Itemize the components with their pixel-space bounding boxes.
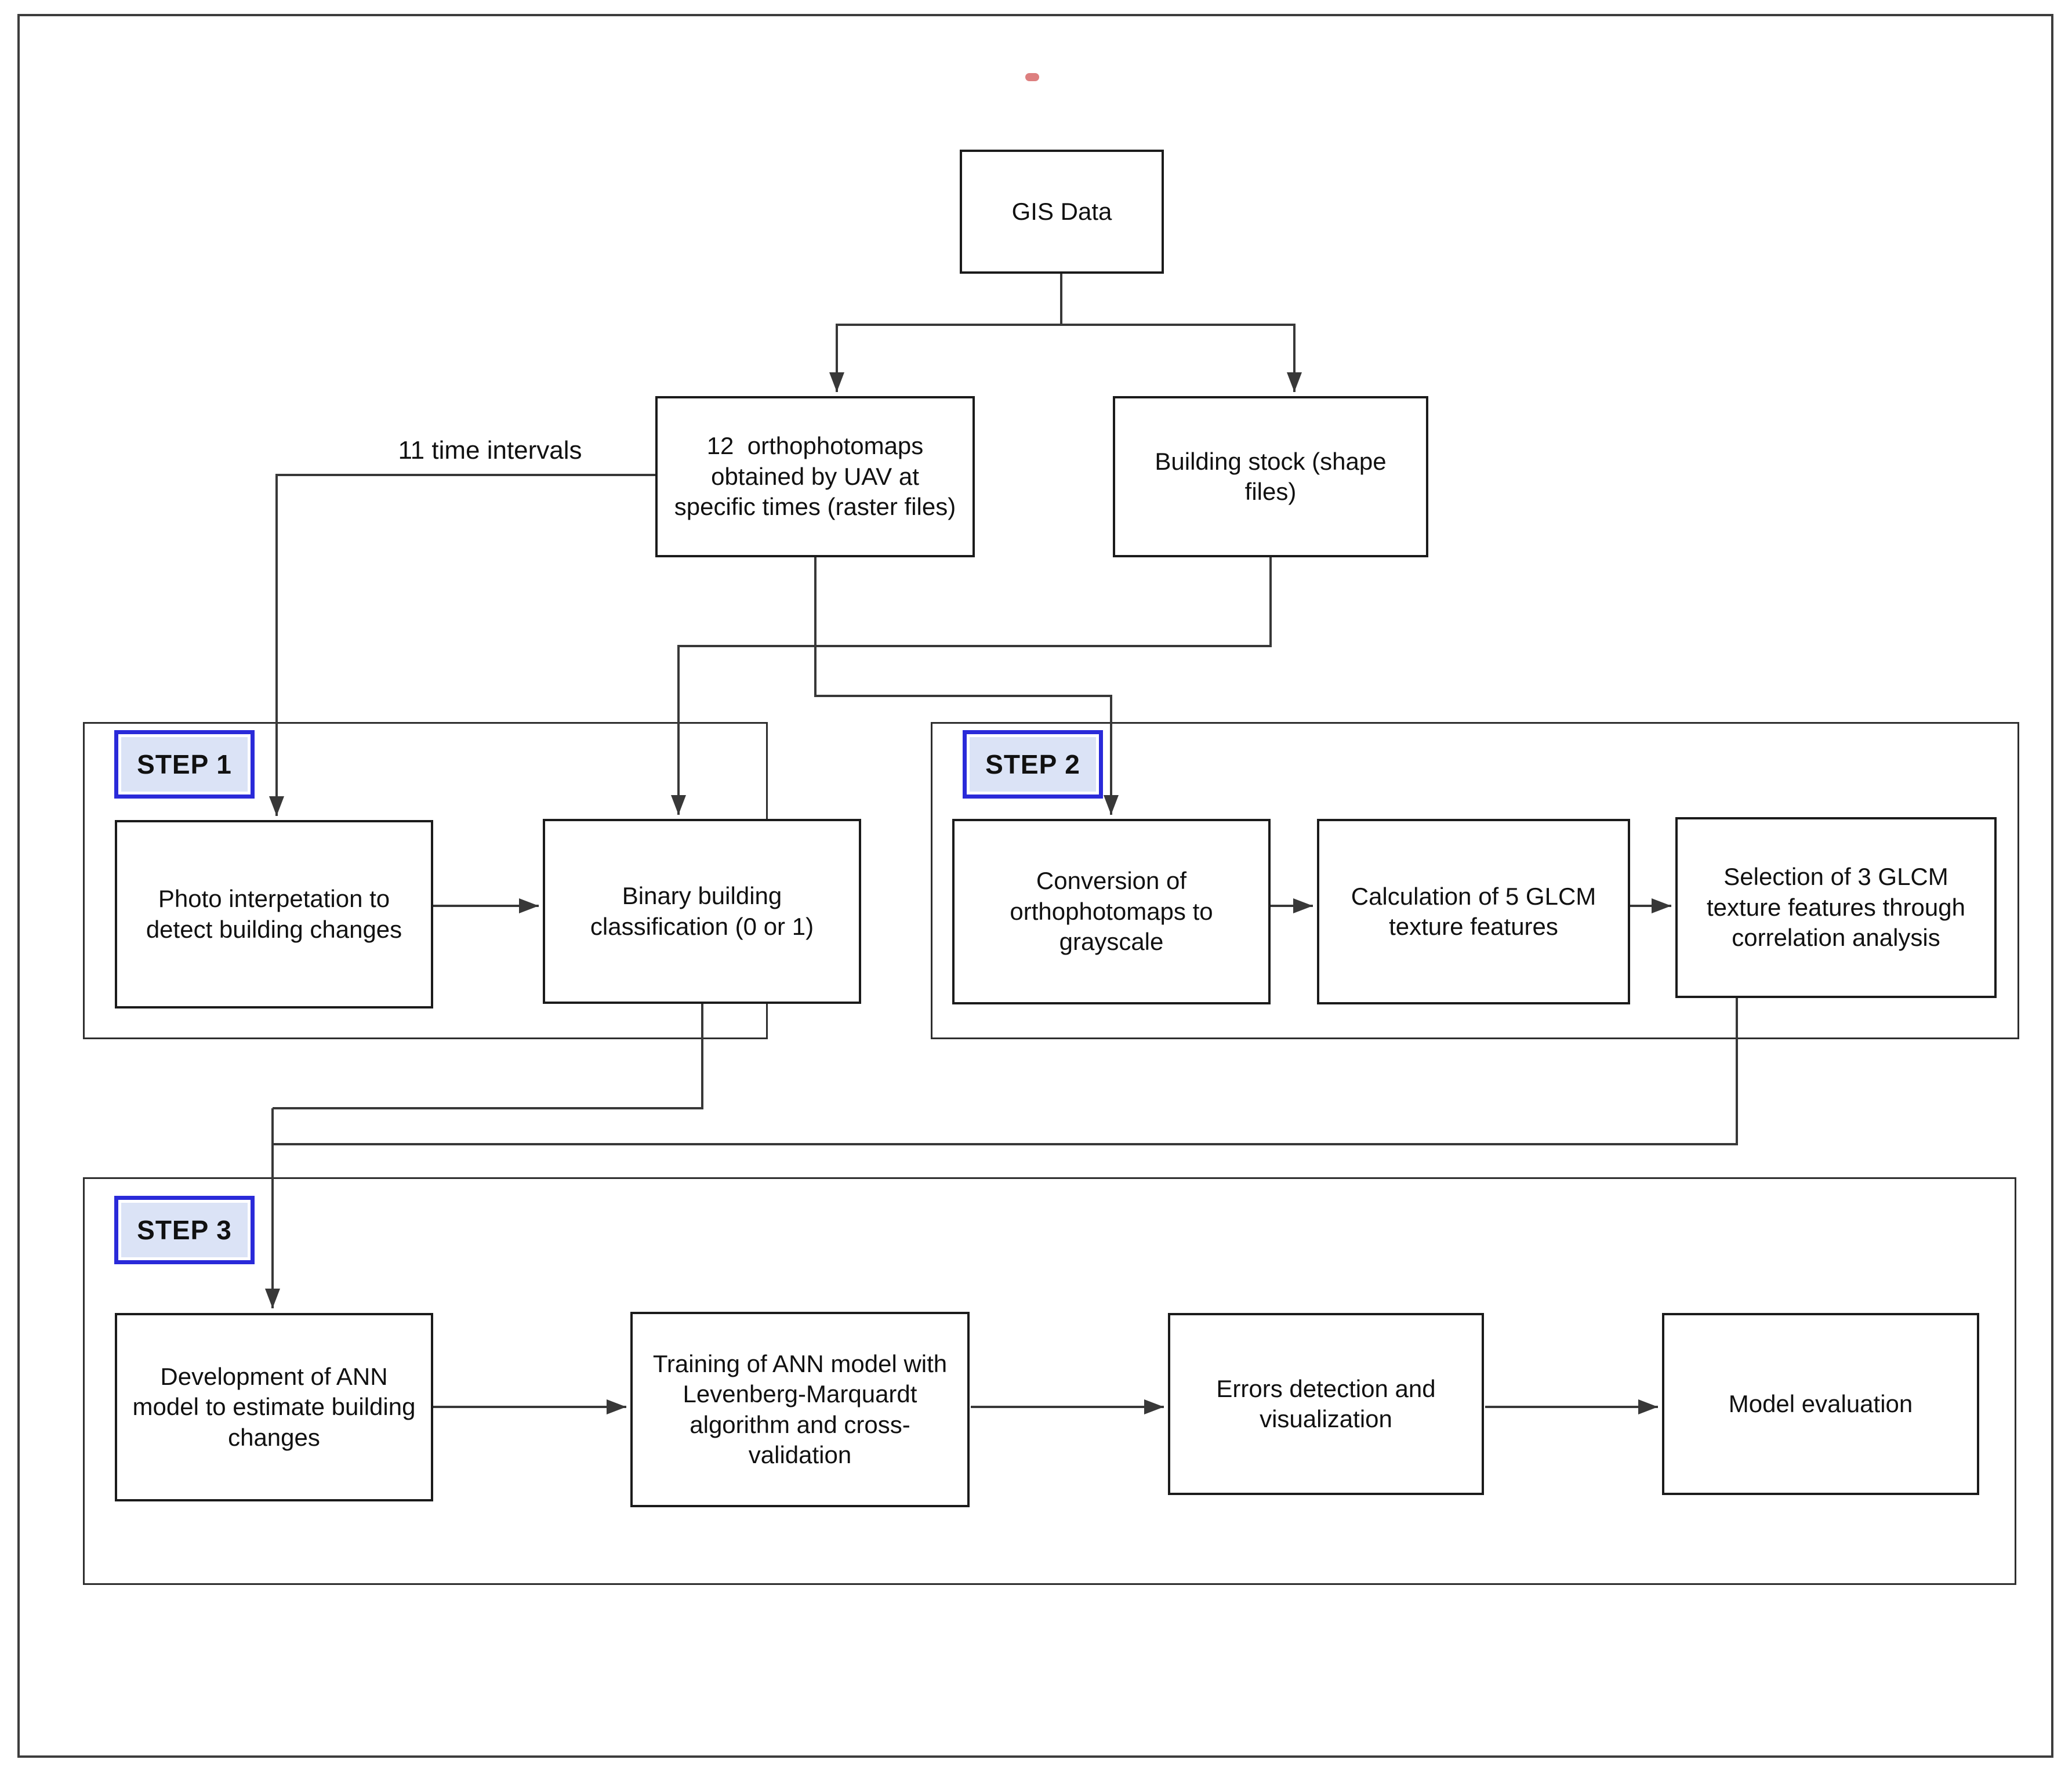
node-orthophotomaps: 12 orthophotomaps obtained by UAV at spe… bbox=[655, 396, 975, 557]
node-ann-development: Development of ANN model to estimate bui… bbox=[115, 1313, 433, 1501]
step3-container bbox=[83, 1177, 2016, 1585]
connector-time-intervals-to-photo bbox=[269, 475, 655, 816]
outer-frame bbox=[17, 14, 2053, 1758]
step1-label: STEP 1 bbox=[114, 730, 255, 799]
node-photo-interpretation: Photo interpetation to detect building c… bbox=[115, 820, 433, 1008]
connector-building-stock-to-binary bbox=[671, 557, 1271, 815]
node-model-evaluation: Model evaluation bbox=[1662, 1313, 1979, 1495]
red-dot-artifact bbox=[1025, 73, 1039, 81]
node-errors-detection: Errors detection and visualization bbox=[1168, 1313, 1484, 1495]
connector-orthophotomaps-to-conversion bbox=[815, 557, 1119, 815]
node-binary-classification: Binary building classification (0 or 1) bbox=[543, 819, 861, 1004]
connector-binary-to-merge bbox=[273, 1004, 702, 1108]
node-glcm-calculation: Calculation of 5 GLCM texture features bbox=[1317, 819, 1630, 1004]
node-building-stock: Building stock (shape files) bbox=[1113, 396, 1428, 557]
node-glcm-selection: Selection of 3 GLCM texture features thr… bbox=[1675, 817, 1997, 998]
step2-label: STEP 2 bbox=[963, 730, 1103, 799]
time-intervals-label: 11 time intervals bbox=[398, 436, 582, 465]
connector-selection-to-merge bbox=[274, 998, 1737, 1144]
step2-container bbox=[931, 722, 2019, 1039]
step3-label: STEP 3 bbox=[114, 1196, 255, 1264]
node-gis-data: GIS Data bbox=[960, 150, 1164, 274]
node-conversion-grayscale: Conversion of orthophotomaps to grayscal… bbox=[952, 819, 1271, 1004]
node-ann-training: Training of ANN model with Levenberg-Mar… bbox=[630, 1312, 970, 1507]
